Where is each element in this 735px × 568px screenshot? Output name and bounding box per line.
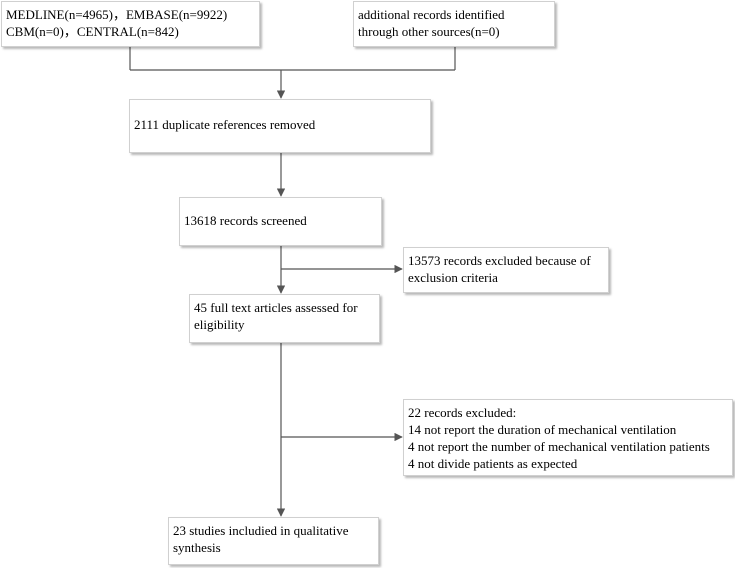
box-excluded-records-line-4: 4 not divide patients as expected xyxy=(408,456,578,471)
box-excluded-criteria-line-2: exclusion criteria xyxy=(408,270,498,285)
box-excluded-criteria-line-1: 13573 records excluded because of xyxy=(408,253,591,268)
box-excluded-records-line-2: 14 not report the duration of mechanical… xyxy=(408,422,677,437)
box-duplicates: 2111 duplicate references removed xyxy=(129,99,431,153)
box-full-text: 45 full text articles assessed for eligi… xyxy=(189,294,380,343)
box-databases: MEDLINE(n=4965)，EMBASE(n=9922) CBM(n=0)，… xyxy=(1,1,260,47)
box-screened-line-1: 13618 records screened xyxy=(184,213,307,228)
box-databases-line-1: MEDLINE(n=4965)，EMBASE(n=9922) xyxy=(6,7,228,22)
box-other-sources-line-2: through other sources(n=0) xyxy=(358,24,500,39)
box-other-sources: additional records identified through ot… xyxy=(353,1,555,47)
box-excluded-criteria: 13573 records excluded because of exclus… xyxy=(403,247,609,293)
box-full-text-line-2: eligibility xyxy=(194,317,245,332)
box-included-line-2: synthesis xyxy=(173,540,221,555)
box-full-text-line-1: 45 full text articles assessed for xyxy=(194,300,358,315)
box-duplicates-line-1: 2111 duplicate references removed xyxy=(134,117,316,132)
box-included-line-1: 23 studies includied in qualitative xyxy=(173,523,349,538)
box-databases-line-2: CBM(n=0)，CENTRAL(n=842) xyxy=(6,24,179,39)
box-excluded-records: 22 records excluded: 14 not report the d… xyxy=(403,399,733,476)
box-excluded-records-line-1: 22 records excluded: xyxy=(408,405,517,420)
box-other-sources-line-1: additional records identified xyxy=(358,7,505,22)
box-included: 23 studies includied in qualitative synt… xyxy=(168,517,379,565)
box-screened: 13618 records screened xyxy=(179,197,382,246)
box-excluded-records-line-3: 4 not report the number of mechanical ve… xyxy=(408,439,710,454)
